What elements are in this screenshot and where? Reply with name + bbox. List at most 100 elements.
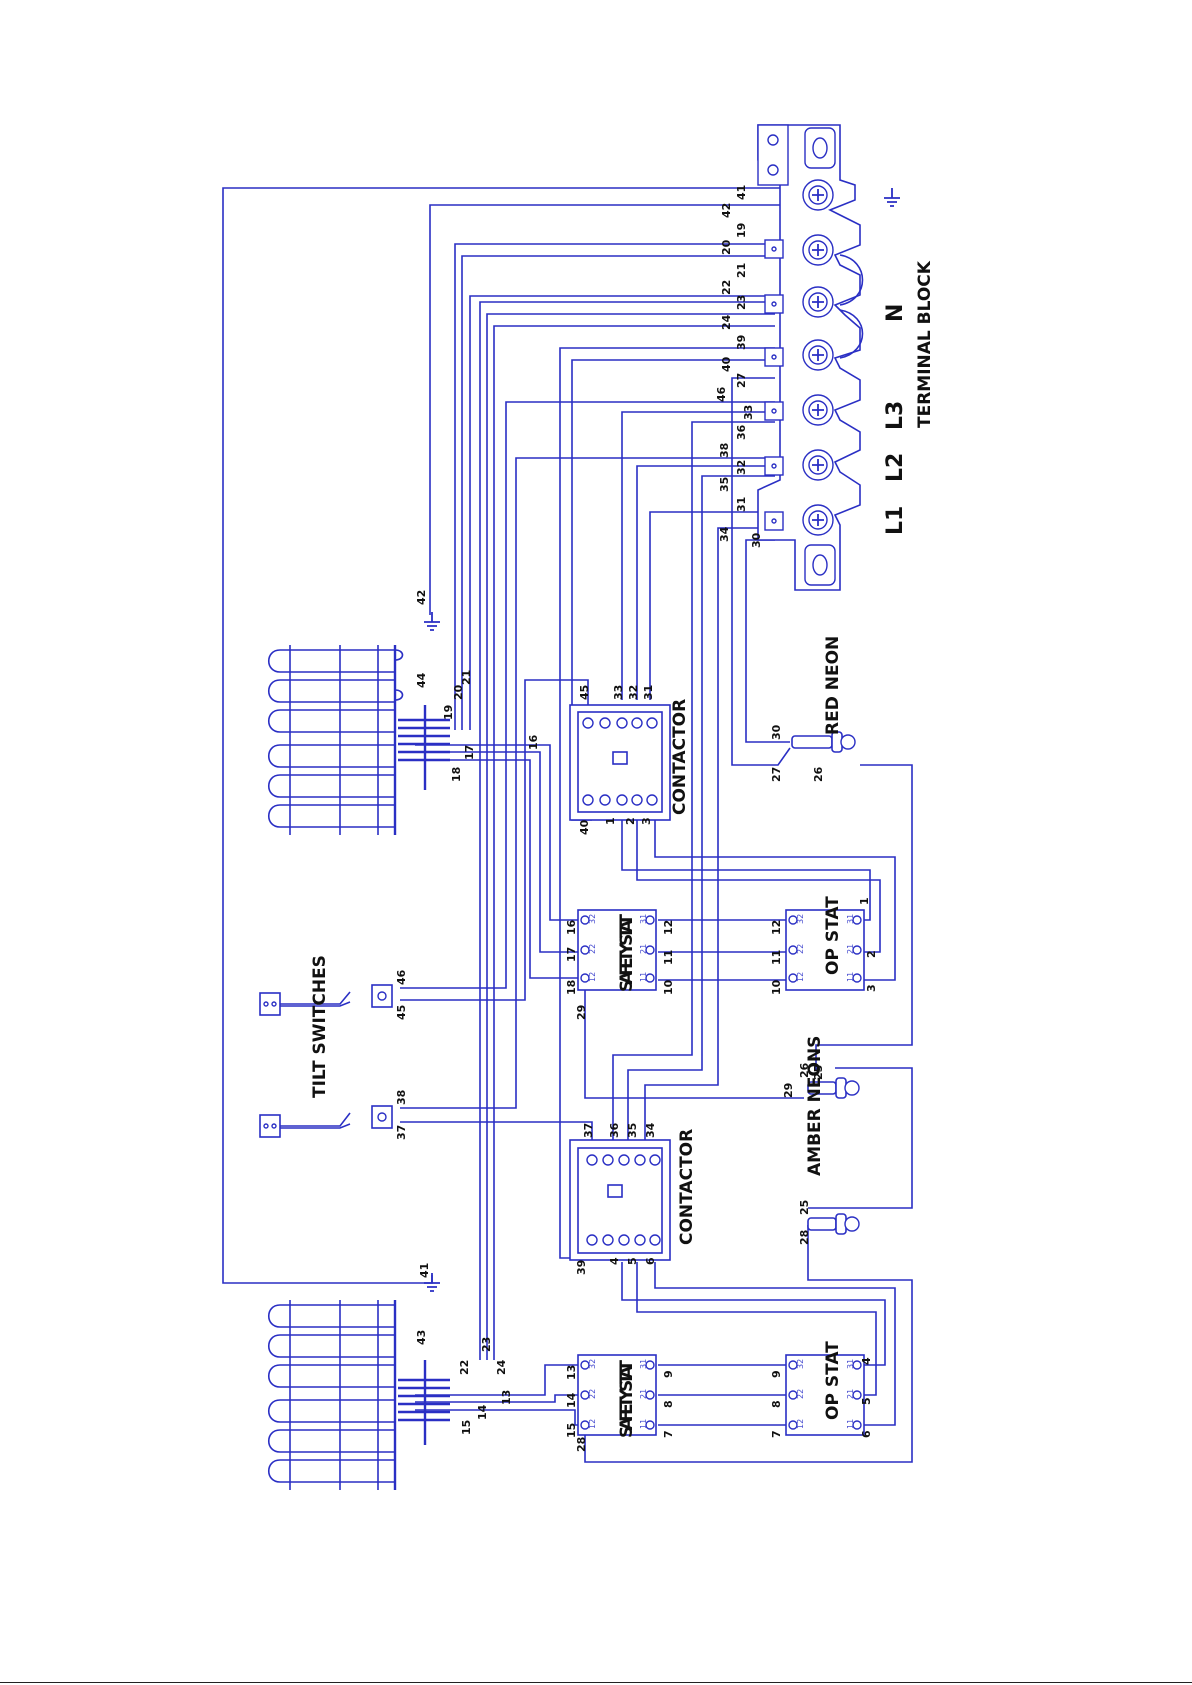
wire-number: 24 (720, 314, 733, 330)
contactor-top (569, 704, 671, 821)
wire-number: 37 (582, 1123, 595, 1138)
wire-number: 14 (476, 1404, 489, 1420)
screw-earth (802, 179, 834, 211)
wire-number: 28 (575, 1437, 588, 1452)
wire-number: 36 (608, 1122, 621, 1138)
wire-number: 31 (642, 685, 655, 700)
op-stat-top-label: OP STAT (823, 896, 843, 975)
pin-label: 31 (639, 1359, 648, 1369)
wire-number: 32 (627, 685, 640, 700)
wire-number: 38 (395, 1090, 408, 1105)
pin-label: 12 (588, 1419, 597, 1429)
contactor-bottom-label: CONTACTOR (677, 1129, 697, 1245)
op-stat-top (785, 909, 865, 991)
pin-label: 21 (639, 944, 648, 954)
wire-number: 41 (418, 1263, 431, 1278)
screw-n-3 (802, 339, 834, 371)
wire-number: 39 (735, 335, 748, 350)
heating-element-bottom (267, 1273, 450, 1490)
wire-number: 16 (527, 734, 540, 750)
wire-number: 40 (578, 819, 591, 835)
wire-number: 35 (718, 477, 731, 492)
wire-number: 31 (735, 497, 748, 512)
wire-number: 20 (720, 239, 733, 255)
op-stat-bottom-label: OP STAT (823, 1341, 843, 1420)
tilt-switch-1 (259, 984, 393, 1016)
wire-number: 21 (460, 670, 473, 685)
wire-number: 21 (735, 263, 748, 278)
wire-number: 15 (565, 1423, 578, 1438)
safety-stat-top (577, 909, 657, 991)
wire-number: 46 (715, 386, 728, 402)
safety-stat-bottom-label: SAFETY STAT (617, 1360, 637, 1438)
wire-number: 13 (500, 1390, 513, 1405)
wire-number: 7 (770, 1430, 783, 1438)
wire-number: 34 (644, 1122, 657, 1138)
pin-label: 32 (588, 1359, 597, 1369)
red-neon-label: RED NEON (823, 636, 843, 735)
amber-neon-1 (807, 1077, 860, 1099)
wire-number: 11 (662, 950, 675, 965)
pin-label: 32 (588, 914, 597, 924)
wire-number: 13 (565, 1365, 578, 1380)
screw-l2 (802, 449, 834, 481)
wire-number: 26 (798, 1062, 811, 1078)
wire-number: 15 (460, 1420, 473, 1435)
contactor-top-label: CONTACTOR (670, 699, 690, 815)
wire-number: 43 (415, 1330, 428, 1345)
pin-label: 31 (846, 1359, 855, 1369)
wire-number: 40 (720, 356, 733, 372)
wire-number: 37 (395, 1125, 408, 1140)
terminal-block (757, 124, 900, 591)
wire-number: 29 (782, 1083, 795, 1098)
wire-number: 3 (865, 984, 878, 992)
pin-label: 22 (588, 944, 597, 954)
wire-number: 25 (798, 1200, 811, 1215)
wire-number: 19 (442, 705, 455, 720)
screw-n-1 (802, 234, 834, 266)
heating-element-top (267, 612, 450, 835)
red-neon (791, 731, 856, 753)
wire-number: 25 (812, 1065, 825, 1080)
wire-number: 32 (735, 460, 748, 475)
pin-label: 22 (588, 1389, 597, 1399)
wire-number: 45 (578, 685, 591, 700)
wire-number: 9 (770, 1370, 783, 1378)
pin-label: 11 (846, 1419, 855, 1429)
pin-label: 21 (639, 1389, 648, 1399)
stat-pin-labels: 32 22 12 31 21 11 32 22 12 31 21 11 32 2… (588, 914, 855, 1429)
wire-number: 8 (770, 1400, 783, 1408)
pin-label: 12 (796, 1419, 805, 1429)
tilt-switch-2 (259, 1105, 393, 1138)
wire-number: 5 (626, 1257, 639, 1265)
contactor-bottom (569, 1139, 671, 1261)
wire-number: 33 (742, 405, 755, 420)
wire-number: 20 (452, 684, 465, 700)
wire-number: 24 (495, 1359, 508, 1375)
amber-neon-2 (807, 1213, 860, 1235)
pin-label: 22 (796, 944, 805, 954)
wire-number: 14 (565, 1392, 578, 1408)
wire-number: 39 (575, 1260, 588, 1275)
labels: TERMINAL BLOCK N L3 L2 L1 CONTACTOR CONT… (310, 260, 935, 1438)
amber-neons-label: AMBER NEONS (805, 1036, 825, 1176)
wire-number: 34 (718, 526, 731, 542)
wire-number: 5 (860, 1397, 873, 1405)
pin-label: 22 (796, 1389, 805, 1399)
wire-number: 19 (735, 223, 748, 238)
wire-number: 11 (770, 950, 783, 965)
wire-number: 8 (662, 1400, 675, 1408)
terminal-block-title: TERMINAL BLOCK (915, 260, 935, 428)
wire-number: 27 (770, 767, 783, 782)
pin-label: 32 (796, 1359, 805, 1369)
pin-label: 31 (639, 914, 648, 924)
terminal-label-n: N (883, 304, 908, 322)
wire-number: 9 (662, 1370, 675, 1378)
wire-number: 29 (575, 1005, 588, 1020)
wire-number: 27 (735, 373, 748, 388)
pin-label: 31 (846, 914, 855, 924)
wire-number: 17 (463, 745, 476, 760)
wire-number: 35 (626, 1123, 639, 1138)
wire-number: 33 (612, 685, 625, 700)
wire-number: 6 (644, 1257, 657, 1265)
